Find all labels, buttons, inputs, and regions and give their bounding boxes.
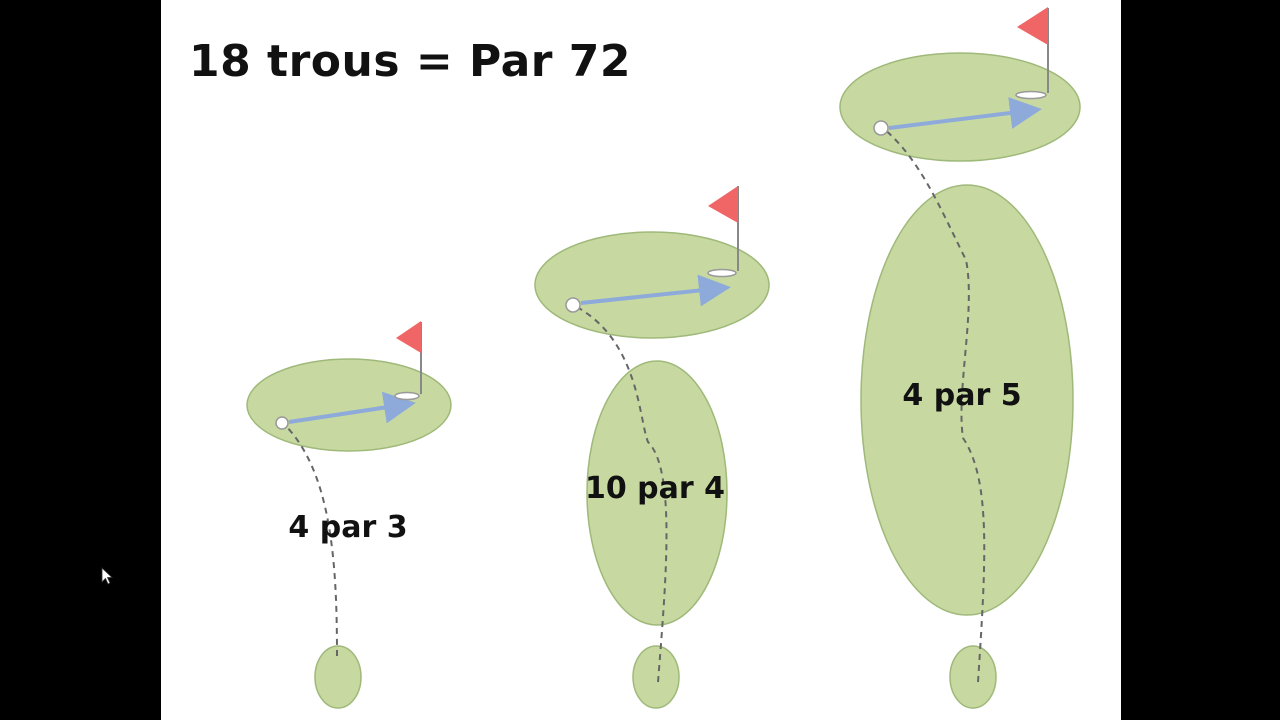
- fairway: [860, 184, 1074, 616]
- hole-par-3: 4 par 3: [246, 321, 452, 709]
- hole-par-5: 4 par 5: [839, 7, 1081, 709]
- ball-icon: [565, 297, 581, 313]
- hole-par-4: 10 par 4: [534, 186, 770, 709]
- tee-box: [949, 645, 997, 709]
- tee-box: [314, 645, 362, 709]
- tee-box: [632, 645, 680, 709]
- ball-icon: [275, 416, 289, 430]
- flag-icon: [708, 186, 738, 223]
- cup: [1015, 90, 1047, 100]
- hole-label-par-4: 10 par 4: [585, 471, 725, 506]
- ball-icon: [873, 120, 889, 136]
- cup: [394, 391, 420, 401]
- green: [246, 358, 452, 452]
- green: [534, 231, 770, 339]
- fairway: [586, 360, 728, 626]
- putt-arrow: [888, 97, 1042, 130]
- golf-holes-diagram: 4 par 3 10 par 4: [246, 7, 1081, 709]
- hole-label-par-5: 4 par 5: [902, 378, 1021, 413]
- shot-path: [574, 305, 668, 683]
- putt-arrow: [580, 274, 731, 307]
- presentation-slide: 18 trous = Par 72 4 par 3: [161, 0, 1121, 720]
- shot-path: [282, 422, 338, 657]
- slide-title: 18 trous = Par 72: [189, 36, 632, 87]
- cup: [707, 268, 737, 278]
- shot-path: [882, 127, 986, 683]
- flag-icon: [396, 321, 421, 353]
- flag-icon: [1017, 7, 1048, 45]
- putt-arrow: [288, 391, 416, 424]
- green: [839, 52, 1081, 162]
- mouse-cursor-icon: [101, 567, 113, 585]
- hole-label-par-3: 4 par 3: [288, 510, 407, 545]
